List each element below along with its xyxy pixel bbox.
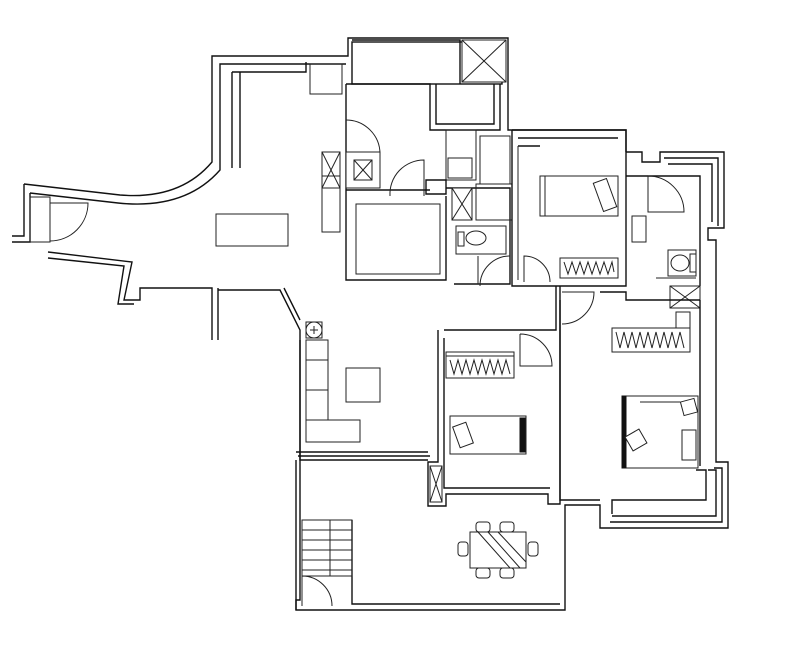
living-room xyxy=(215,213,430,461)
bedroom-1 xyxy=(511,129,627,287)
balcony xyxy=(295,460,560,610)
wardrobe-icon xyxy=(559,257,619,279)
bedroom-2 xyxy=(427,330,561,507)
dining-table-2-icon xyxy=(469,531,527,569)
bedroom-3 xyxy=(559,300,701,501)
exterior-walls xyxy=(12,37,729,611)
chair-icon xyxy=(475,521,491,533)
sink-icon xyxy=(631,215,647,243)
wardrobe-icon-3 xyxy=(611,327,691,353)
staircase-icon xyxy=(301,519,353,577)
bathroom-2 xyxy=(626,175,701,309)
entrance-wall xyxy=(23,37,627,197)
dining-table-icon xyxy=(215,213,289,247)
corridor xyxy=(444,286,700,331)
bathroom-1 xyxy=(446,135,513,287)
kitchen xyxy=(321,39,507,281)
upper-living-walls xyxy=(231,62,343,168)
coffee-table-icon xyxy=(345,367,381,403)
